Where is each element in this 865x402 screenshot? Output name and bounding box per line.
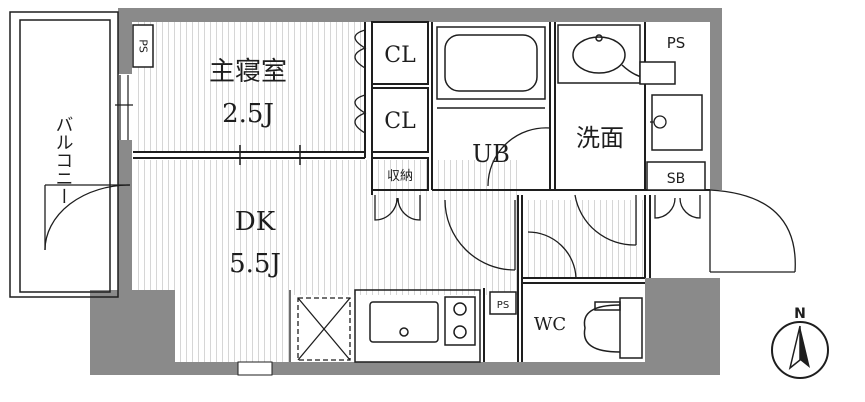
washing-machine-tap (650, 115, 667, 129)
wc-label: WC (534, 314, 566, 335)
ps-bedroom-label: PS (137, 39, 150, 53)
compass-north-icon: N (771, 306, 829, 379)
dk-door (444, 199, 516, 271)
storage-doors (374, 195, 421, 221)
exterior-walls (90, 8, 722, 375)
dk-floor-lower (175, 290, 290, 365)
interior-walls (133, 21, 710, 362)
bedroom-floor (133, 22, 363, 152)
ps-box-kitchen (489, 291, 517, 315)
balcony-door (44, 184, 131, 251)
cl-1-label: CL (384, 43, 416, 68)
ps-box-bedroom (132, 24, 154, 68)
entry-door (709, 189, 796, 273)
balcony-label: バルコニー (53, 115, 74, 205)
kitchen-counter (354, 289, 481, 363)
balcony (9, 11, 119, 298)
cl-2-label: CL (384, 109, 416, 134)
dk-floor (133, 160, 518, 295)
wash-fixtures (639, 61, 706, 191)
toilet-fixture (583, 297, 643, 359)
ub-door (487, 127, 551, 187)
shoe-box-doors (654, 195, 701, 219)
fridge-space (289, 290, 351, 362)
hall-floor (525, 200, 647, 278)
compass-north-label: N (794, 306, 806, 322)
dk-size: 5.5J (229, 249, 281, 279)
bedroom-size: 2.5J (222, 99, 274, 129)
bathtub (436, 26, 546, 109)
ps-kitchen-label: PS (497, 300, 509, 311)
hall-door (527, 231, 577, 279)
sb-label: SB (667, 171, 686, 187)
dk-name: DK (235, 207, 276, 237)
ps-wash-label: PS (667, 34, 686, 52)
closet-folding-doors (354, 29, 367, 134)
bedroom-window (115, 75, 133, 140)
bedroom-sliding-door (180, 145, 360, 165)
washroom-label: 洗面 (576, 124, 624, 152)
bedroom-name: 主寝室 (209, 57, 287, 87)
washroom-door (574, 194, 637, 246)
storage-label: 収納 (387, 169, 413, 184)
ub-label: UB (472, 140, 510, 168)
entry-sill (237, 361, 273, 376)
